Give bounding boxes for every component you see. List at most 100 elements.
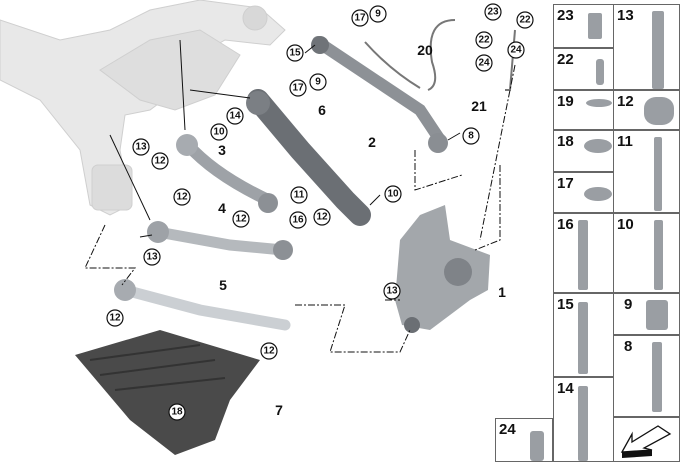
part-label-20[interactable]: 20 [417, 42, 433, 58]
svg-text:12: 12 [176, 192, 188, 203]
callout-13[interactable]: 13 [132, 138, 150, 156]
panel-item-number: 15 [557, 296, 574, 313]
svg-text:23: 23 [487, 7, 499, 18]
svg-text:11: 11 [294, 190, 305, 201]
control-arm-2 [311, 36, 448, 153]
bolt-icon [654, 137, 662, 211]
part-label-6[interactable]: 6 [318, 102, 326, 118]
part-label-7[interactable]: 7 [275, 402, 283, 418]
panel-item-19[interactable]: 19 [553, 90, 614, 130]
panel-item-17[interactable]: 17 [553, 172, 614, 213]
callout-24[interactable]: 24 [507, 41, 525, 59]
callout-17[interactable]: 17 [289, 79, 307, 97]
callout-12[interactable]: 12 [173, 188, 191, 206]
panel-item-11[interactable]: 11 [613, 130, 680, 213]
panel-item-number: 11 [617, 133, 633, 150]
callout-13[interactable]: 13 [383, 282, 401, 300]
bolt-icon [654, 220, 663, 290]
callout-10[interactable]: 10 [210, 123, 228, 141]
svg-text:8: 8 [468, 131, 474, 142]
callout-16[interactable]: 16 [289, 211, 307, 229]
callout-18[interactable]: 18 [168, 403, 186, 421]
part-label-2[interactable]: 2 [368, 134, 376, 150]
part-label-5[interactable]: 5 [219, 277, 227, 293]
svg-text:22: 22 [478, 35, 490, 46]
callout-22[interactable]: 22 [475, 31, 493, 49]
callout-12[interactable]: 12 [106, 309, 124, 327]
part-label-21[interactable]: 21 [471, 98, 487, 114]
bolt-icon [578, 386, 588, 461]
svg-text:10: 10 [213, 127, 225, 138]
washer-icon [584, 187, 612, 201]
callout-14[interactable]: 14 [226, 107, 244, 125]
panel-item-number: 17 [557, 175, 574, 192]
bolt-icon [652, 342, 662, 412]
panel-item-8[interactable]: 8 [613, 335, 680, 417]
bolt-icon [578, 220, 588, 290]
part-label-3[interactable]: 3 [218, 142, 226, 158]
part-label-4[interactable]: 4 [218, 200, 226, 216]
svg-text:16: 16 [292, 215, 304, 226]
rear-subframe [0, 0, 286, 216]
panel-item-number: 24 [499, 421, 516, 438]
panel-item-number: 18 [557, 133, 574, 150]
screw-icon [596, 59, 604, 85]
panel-item-13[interactable]: 13 [613, 4, 680, 90]
svg-text:24: 24 [478, 58, 490, 69]
callout-23[interactable]: 23 [484, 3, 502, 21]
svg-text:13: 13 [386, 286, 398, 297]
panel-item-10[interactable]: 10 [613, 213, 680, 293]
callout-15[interactable]: 15 [286, 44, 304, 62]
callout-12[interactable]: 12 [260, 342, 278, 360]
callout-13[interactable]: 13 [143, 248, 161, 266]
svg-text:13: 13 [146, 252, 158, 263]
threaded-insert-icon [530, 431, 544, 461]
svg-text:12: 12 [316, 212, 328, 223]
callout-12[interactable]: 12 [313, 208, 331, 226]
callout-22[interactable]: 22 [516, 11, 534, 29]
panel-item-23[interactable]: 23 [553, 4, 614, 48]
nut-icon [584, 139, 612, 153]
panel-item-number: 14 [557, 380, 574, 397]
screw-icon [586, 99, 612, 107]
svg-text:10: 10 [387, 189, 399, 200]
clip-icon [588, 13, 602, 39]
callout-12[interactable]: 12 [232, 210, 250, 228]
svg-text:24: 24 [510, 45, 522, 56]
svg-text:17: 17 [354, 13, 366, 24]
panel-item-14[interactable]: 14 [553, 377, 614, 462]
panel-item-22[interactable]: 22 [553, 48, 614, 90]
callout-11[interactable]: 11 [290, 186, 308, 204]
callout-8[interactable]: 8 [462, 127, 480, 145]
panel-item-number: 8 [624, 338, 633, 355]
svg-text:18: 18 [171, 407, 183, 418]
panel-item-number: 19 [557, 93, 574, 110]
bolt-icon [578, 302, 588, 374]
callout-10[interactable]: 10 [384, 185, 402, 203]
part-label-1[interactable]: 1 [498, 284, 506, 300]
callout-9[interactable]: 9 [309, 73, 327, 91]
control-arm-3 [176, 134, 278, 213]
leader-lines [84, 39, 516, 353]
panel-item-15[interactable]: 15 [553, 293, 614, 377]
panel-item-9[interactable]: 9 [613, 293, 680, 335]
bolt-icon [652, 11, 664, 89]
panel-item-number: 23 [557, 7, 574, 24]
callout-12[interactable]: 12 [151, 152, 169, 170]
svg-text:12: 12 [263, 346, 275, 357]
panel-item-18[interactable]: 18 [553, 130, 614, 172]
panel-item-12[interactable]: 12 [613, 90, 680, 130]
callout-17[interactable]: 17 [351, 9, 369, 27]
panel-item-number: 22 [557, 51, 574, 68]
panel-item-16[interactable]: 16 [553, 213, 614, 293]
control-arm-5 [114, 279, 291, 331]
svg-text:9: 9 [375, 9, 381, 20]
panel-item-24[interactable]: 24 [495, 418, 553, 462]
wheel-carrier-1 [395, 205, 490, 333]
svg-text:12: 12 [154, 156, 166, 167]
callout-24[interactable]: 24 [475, 54, 493, 72]
callout-9[interactable]: 9 [369, 5, 387, 23]
